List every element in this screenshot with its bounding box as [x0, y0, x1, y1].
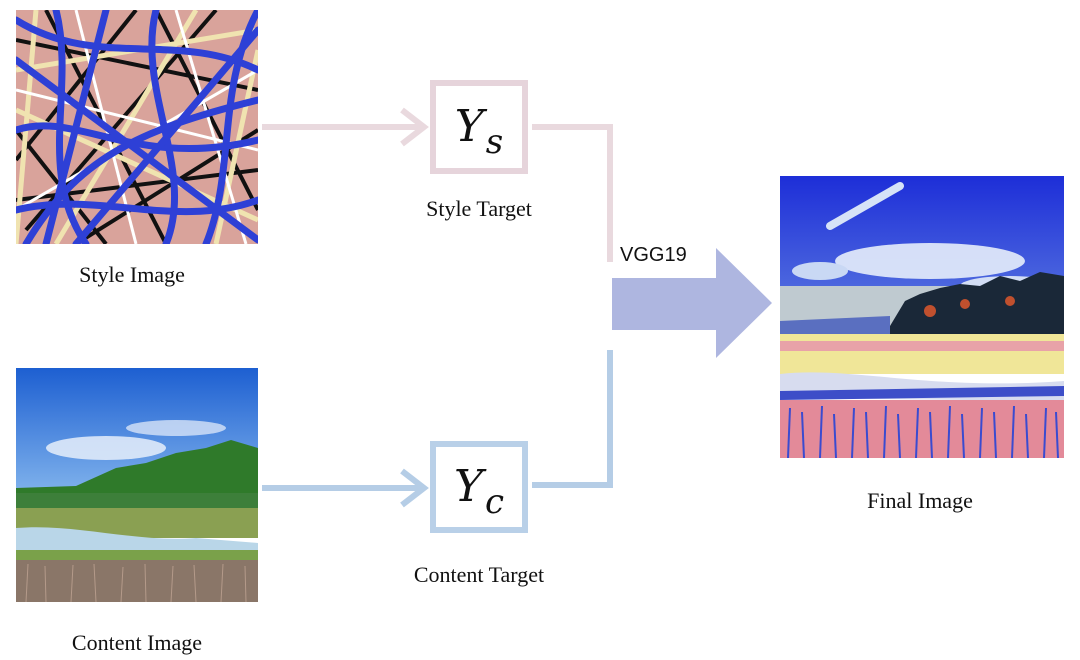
style-target-box: Ys	[430, 80, 528, 174]
style-to-network-line	[532, 124, 613, 262]
content-image	[16, 368, 258, 602]
content-arrow	[262, 468, 429, 508]
style-image	[16, 10, 258, 244]
style-image-caption: Style Image	[79, 262, 185, 287]
vgg19-arrow	[612, 248, 772, 358]
style-target-caption: Style Target	[426, 196, 532, 221]
style-arrow	[262, 107, 429, 147]
content-to-network-line	[532, 350, 613, 488]
content-image-caption: Content Image	[71, 630, 203, 655]
style-target-symbol: Ys	[454, 101, 504, 162]
final-image-caption: Final Image	[867, 488, 973, 513]
vgg19-label: VGG19	[620, 244, 687, 266]
final-image	[780, 176, 1064, 458]
content-target-caption: Content Target	[413, 562, 545, 587]
content-target-box: Yc	[430, 441, 528, 533]
content-target-symbol: Yc	[453, 461, 505, 522]
